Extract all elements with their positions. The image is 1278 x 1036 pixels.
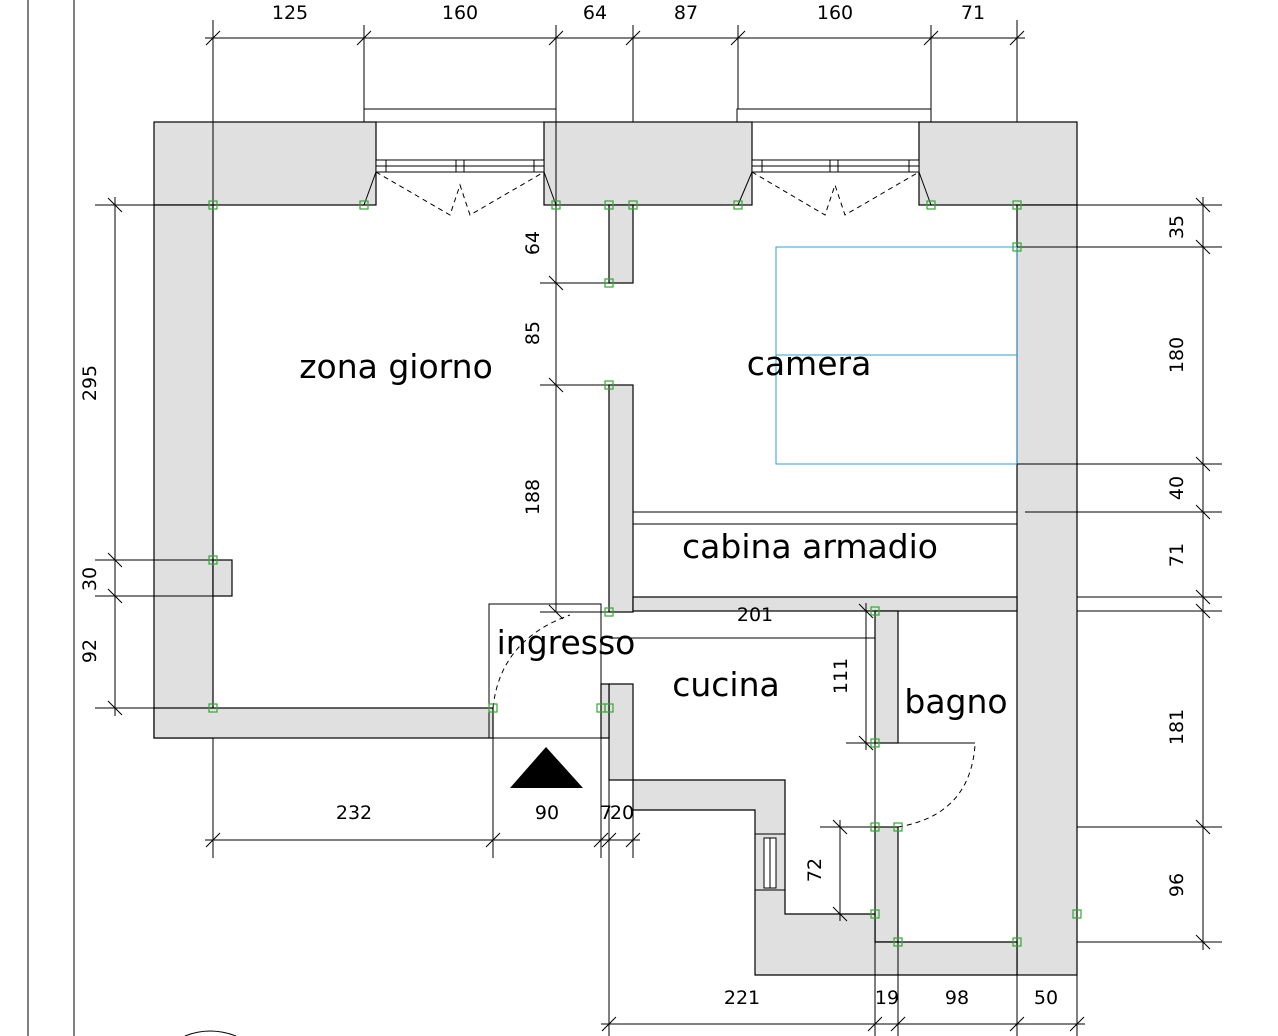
- room-label-cabina-armadio: cabina armadio: [682, 527, 938, 566]
- dim-interior-4: 201: [737, 604, 773, 626]
- room-label-ingresso: ingresso: [497, 623, 636, 662]
- entrance-door-frame: [488, 603, 602, 739]
- dim-interior-5: 111: [830, 658, 852, 694]
- snap-nodes: [208, 200, 1082, 947]
- dim-interior-6: 72: [804, 858, 826, 882]
- wall-left-pillar: [212, 559, 233, 597]
- wall-top-left: [153, 121, 377, 206]
- dim-bottom-right-1: 221: [724, 987, 760, 1009]
- dim-right-3: 40: [1166, 476, 1188, 500]
- dim-interior-2: 85: [522, 321, 544, 345]
- wall-partition-top: [608, 204, 634, 284]
- wall-kitchen-left: [608, 683, 634, 781]
- bed: [775, 246, 1018, 465]
- dim-bottom-right-2: 19: [875, 987, 899, 1009]
- entrance-door-swing: [492, 614, 571, 709]
- wall-bagno-left-bottom: [874, 826, 899, 943]
- room-label-camera: camera: [747, 344, 872, 383]
- wall-partition-middle: [608, 384, 634, 613]
- partial-symbol: [184, 1030, 237, 1036]
- dim-top-1: 125: [272, 2, 308, 24]
- bathroom-door-swing: [897, 744, 976, 828]
- dim-top-6: 71: [961, 2, 985, 24]
- doors: [488, 603, 976, 828]
- window-kitchen-frame: [754, 833, 786, 891]
- room-label-zona-giorno: zona giorno: [299, 347, 493, 386]
- dim-right-4: 71: [1166, 543, 1188, 567]
- window-right-swing: [751, 171, 920, 216]
- dim-right-5: 181: [1166, 709, 1188, 745]
- dim-right-6: 96: [1166, 873, 1188, 897]
- room-label-cucina: cucina: [672, 665, 780, 704]
- wall-top-middle: [543, 121, 753, 206]
- dim-top-3: 64: [583, 2, 607, 24]
- room-label-bagno: bagno: [904, 682, 1007, 721]
- wall-bottom-left: [153, 707, 494, 739]
- wall-bagno-left-top: [874, 610, 899, 744]
- wall-cabina-bottom: [632, 596, 1018, 612]
- window-left-swing: [375, 171, 545, 216]
- dim-top-5: 160: [817, 2, 853, 24]
- wall-top-right: [918, 121, 1078, 206]
- dim-top-4: 87: [674, 2, 698, 24]
- dim-interior-1: 64: [522, 231, 544, 255]
- wall-left: [153, 204, 214, 739]
- dimension-labels: 125 160 64 87 160 71 295 30 92 35 180 40…: [79, 2, 1188, 1009]
- wall-right: [1016, 204, 1078, 976]
- dim-right-1: 35: [1166, 215, 1188, 239]
- dim-left-1: 295: [79, 365, 101, 401]
- dim-left-2: 30: [79, 567, 101, 591]
- walls: [153, 121, 1078, 976]
- window-right-sill: [736, 108, 932, 123]
- windows: [363, 108, 932, 891]
- dim-bottom-right-3: 98: [945, 987, 969, 1009]
- room-labels: zona giorno camera cabina armadio ingres…: [299, 344, 1007, 721]
- dim-left-3: 92: [79, 639, 101, 663]
- dim-top-2: 160: [442, 2, 478, 24]
- dim-bottom-left-1: 232: [336, 802, 372, 824]
- dim-bottom-left-4: 20: [610, 802, 634, 824]
- window-left-sill: [363, 108, 557, 123]
- dim-right-2: 180: [1166, 337, 1188, 373]
- dim-bottom-right-4: 50: [1034, 987, 1058, 1009]
- dim-interior-3: 188: [522, 479, 544, 515]
- entrance-arrow-icon: [510, 747, 583, 788]
- dim-bottom-left-2: 90: [535, 802, 559, 824]
- dim-bottom-left-3: 7: [600, 802, 612, 824]
